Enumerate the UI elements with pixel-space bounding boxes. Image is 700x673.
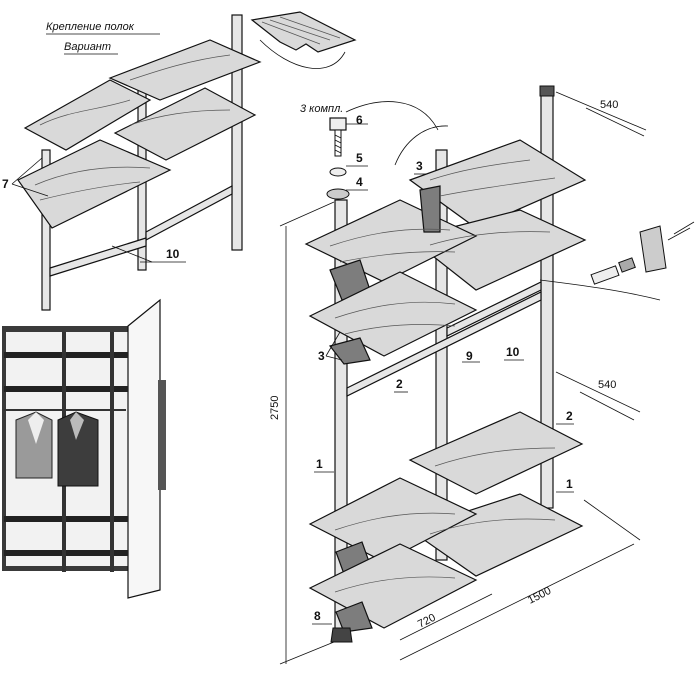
- leader-7: [11, 183, 49, 197]
- label-1-right: 1: [566, 477, 573, 491]
- dim-width-total: 1500: [526, 585, 553, 607]
- label-4: 4: [356, 175, 363, 189]
- label-3-left: 3: [318, 349, 325, 363]
- middle-post: [435, 149, 448, 561]
- dim-depth-top-line: [585, 107, 645, 137]
- shelf-bottom-rear: [408, 493, 584, 577]
- coat-dark: [57, 411, 99, 487]
- coat-collar: [70, 412, 84, 440]
- bolt-head-6: [329, 117, 347, 131]
- leader-3kompl: [394, 125, 449, 166]
- label-1-left: 1: [316, 457, 323, 471]
- dim-depth-top-line: [555, 91, 647, 131]
- washer-5: [329, 167, 347, 177]
- part-labels: 3 компл. 6 5 4 3 3 2 9 10 1 2 1 8: [300, 103, 574, 625]
- wardrobe-view: [2, 298, 166, 599]
- dim-width-shelf: 720: [416, 612, 438, 631]
- crossbar: [446, 281, 542, 337]
- pin: [590, 265, 620, 285]
- dim-depth-bottom-line: [555, 371, 641, 413]
- label-7: 7: [2, 177, 9, 191]
- wardrobe-post: [110, 332, 114, 572]
- variant-crossbar: [145, 184, 233, 242]
- dim-ext: [279, 201, 335, 227]
- caption-variant: Вариант: [64, 41, 111, 53]
- leader-3: [325, 331, 341, 357]
- connector-detail: [539, 221, 695, 301]
- shelf-top-rear: [408, 139, 587, 229]
- fastener-stack: [326, 117, 350, 200]
- leader-line: [539, 279, 661, 301]
- variant-post: [41, 149, 51, 311]
- dim-width-line: [399, 543, 635, 661]
- leader-10: [111, 245, 153, 263]
- dim-depth-top: 540: [600, 99, 618, 111]
- bracket-low: [335, 601, 373, 633]
- bracket-3-top: [419, 185, 441, 233]
- label-5: 5: [356, 151, 363, 165]
- clip-grain: [261, 16, 341, 45]
- coupling-block: [639, 225, 667, 273]
- sleeve: [618, 257, 636, 273]
- variant-view: Крепление полок Вариант 7 10: [2, 11, 357, 311]
- bolt-shank: [334, 129, 342, 157]
- screw: [667, 221, 695, 241]
- dimensions: 2750 540 540 1500 720: [269, 91, 647, 665]
- dim-ext: [583, 499, 641, 541]
- foot-8: [330, 627, 353, 643]
- dim-height: 2750: [269, 396, 281, 420]
- coat-light: [15, 411, 53, 479]
- leader-3: [325, 355, 343, 361]
- post-cap: [539, 85, 555, 97]
- variant-shelf: [23, 79, 152, 151]
- bracket-3: [328, 337, 371, 365]
- variant-shelf: [17, 139, 172, 229]
- dim-ext: [279, 641, 335, 665]
- variant-post: [231, 14, 243, 251]
- dim-depth-bottom: 540: [598, 379, 616, 391]
- caption-mounting: Крепление полок: [46, 21, 135, 33]
- wardrobe-door: [127, 298, 161, 599]
- label-9: 9: [466, 349, 473, 363]
- variant-shelf: [108, 39, 262, 101]
- label-3-top: 3: [416, 159, 423, 173]
- door-mirror: [158, 380, 166, 490]
- nut-4: [326, 188, 350, 200]
- shelf-low-rear: [408, 411, 584, 495]
- label-10-variant: 10: [166, 247, 180, 261]
- bolt-thread: [334, 134, 342, 154]
- leader-7: [11, 157, 43, 185]
- coat-collar: [28, 412, 44, 444]
- clip-detail: [250, 11, 357, 53]
- leader-3kompl: [345, 101, 439, 131]
- label-6: 6: [356, 113, 363, 127]
- label-8: 8: [314, 609, 321, 623]
- variant-grain: [34, 54, 231, 201]
- label-2-right: 2: [566, 409, 573, 423]
- label-2-mid: 2: [396, 377, 403, 391]
- caption-3kompl: 3 компл.: [300, 103, 343, 115]
- shelf-grain: [329, 159, 556, 593]
- dim-shelf-line: [399, 593, 493, 641]
- variant-crossbar: [49, 237, 147, 277]
- label-10: 10: [506, 345, 520, 359]
- variant-shelf: [113, 87, 257, 161]
- main-assembly: [304, 85, 695, 643]
- leader-line: [259, 39, 346, 69]
- crossbar: [346, 291, 542, 397]
- dim-depth-bottom-line: [579, 391, 635, 421]
